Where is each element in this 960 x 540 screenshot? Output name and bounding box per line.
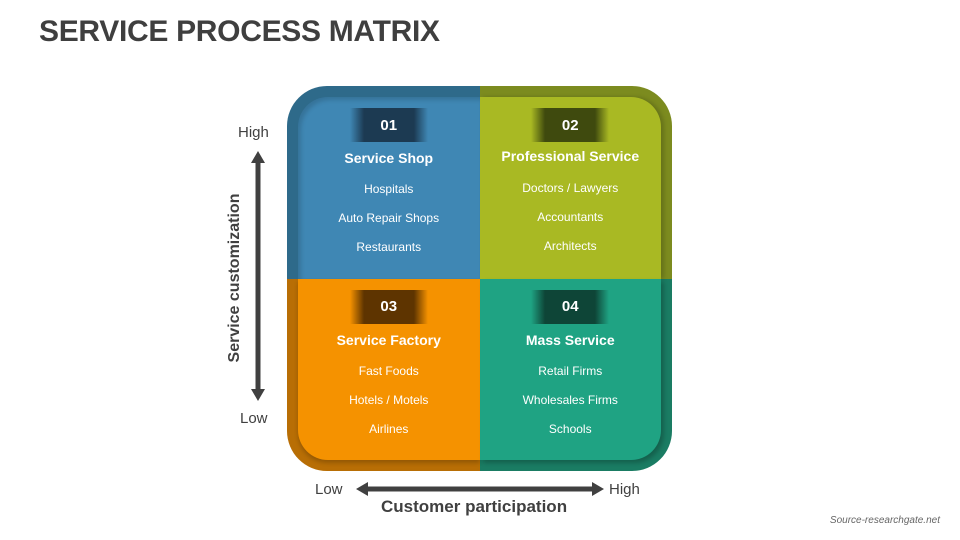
quadrant-title: Service Factory xyxy=(336,331,441,348)
quadrant-number-badge: 01 xyxy=(349,108,428,142)
quadrant-items: Hospitals Auto Repair Shops Restaurants xyxy=(298,181,480,268)
x-axis-low-label: Low xyxy=(315,481,343,498)
y-axis-title: Service customization xyxy=(226,193,243,363)
quadrant-items: Doctors / Lawyers Accountants Architects xyxy=(480,180,662,267)
quadrant-item: Wholesales Firms xyxy=(522,392,618,407)
quadrant-item: Retail Firms xyxy=(538,363,603,378)
quadrant-title: Professional Service xyxy=(501,148,640,164)
y-axis-high-label: High xyxy=(238,124,269,141)
x-axis-title: Customer participation xyxy=(381,497,568,516)
page-title: SERVICE PROCESS MATRIX xyxy=(39,15,440,48)
quadrant-items: Retail Firms Wholesales Firms Schools xyxy=(480,363,662,450)
quadrant-number-badge: 02 xyxy=(531,108,610,142)
source-citation: Source-researchgate.net xyxy=(829,515,940,526)
quadrant-item: Hospitals xyxy=(364,182,414,196)
quadrant-mass-service: 04 Mass Service Retail Firms Wholesales … xyxy=(479,278,662,460)
matrix-grid: 01 Service Shop Hospitals Auto Repair Sh… xyxy=(298,97,661,460)
quadrant-service-factory: 03 Service Factory Fast Foods Hotels / M… xyxy=(298,278,480,460)
quadrant-item: Architects xyxy=(543,239,597,253)
quadrant-item: Schools xyxy=(548,421,592,436)
x-axis-high-label: High xyxy=(609,481,640,498)
quadrant-service-shop: 01 Service Shop Hospitals Auto Repair Sh… xyxy=(298,97,480,279)
quadrant-number-badge: 04 xyxy=(531,289,610,324)
y-axis-low-label: Low xyxy=(240,410,268,427)
vertical-double-arrow-icon xyxy=(251,151,265,401)
quadrant-item: Accountants xyxy=(537,210,604,224)
quadrant-item: Doctors / Lawyers xyxy=(522,181,619,195)
quadrant-title: Service Shop xyxy=(344,150,434,166)
quadrant-item: Hotels / Motels xyxy=(349,392,429,407)
quadrant-number-badge: 03 xyxy=(349,289,428,324)
quadrant-item: Fast Foods xyxy=(358,363,419,378)
quadrant-item: Auto Repair Shops xyxy=(338,211,440,225)
horizontal-double-arrow-icon xyxy=(356,482,604,496)
quadrant-items: Fast Foods Hotels / Motels Airlines xyxy=(298,363,480,450)
quadrant-item: Restaurants xyxy=(356,240,422,254)
quadrant-item: Airlines xyxy=(369,421,409,436)
quadrant-title: Mass Service xyxy=(525,331,615,348)
quadrant-professional-service: 02 Professional Service Doctors / Lawyer… xyxy=(479,97,662,279)
